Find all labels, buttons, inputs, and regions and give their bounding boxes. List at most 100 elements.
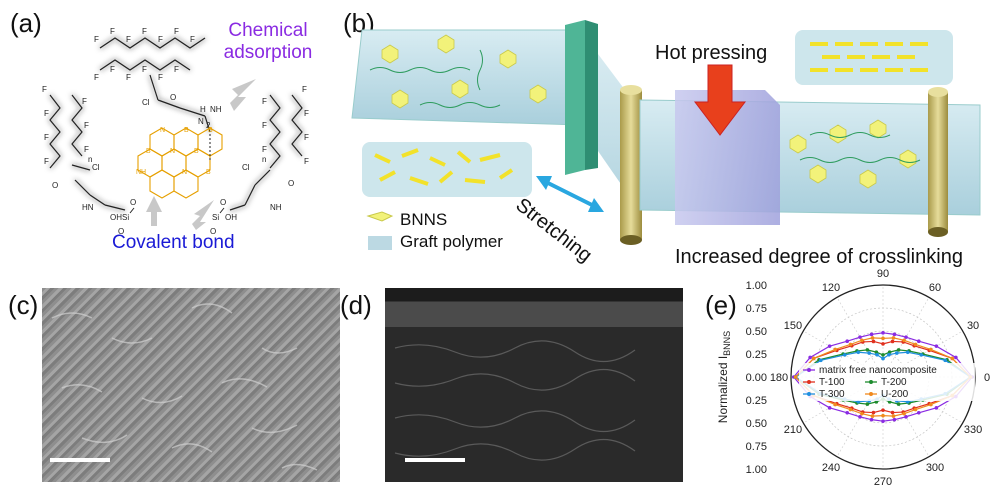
series-point bbox=[913, 407, 918, 412]
fabrication-schematic bbox=[351, 20, 981, 250]
series-point bbox=[808, 355, 812, 360]
svg-text:H: H bbox=[200, 105, 206, 114]
svg-text:N: N bbox=[182, 169, 187, 176]
legend-marker bbox=[807, 392, 811, 396]
series-point bbox=[845, 339, 850, 344]
angle-tick-label: 180 bbox=[770, 372, 788, 384]
series-point bbox=[890, 339, 895, 344]
angle-tick-label: 0 bbox=[984, 372, 990, 384]
series-point bbox=[881, 413, 885, 418]
right-fluoro-chain bbox=[229, 94, 303, 211]
series-point bbox=[827, 344, 832, 348]
svg-text:n: n bbox=[88, 155, 92, 164]
series-point bbox=[929, 347, 933, 352]
series-point bbox=[913, 342, 918, 347]
y-axis-label: Normalized IBNNS bbox=[716, 331, 732, 423]
aligned-dashes bbox=[810, 42, 928, 72]
angle-tick-label: 60 bbox=[929, 282, 941, 294]
svg-text:F: F bbox=[126, 73, 131, 82]
svg-text:O: O bbox=[220, 198, 226, 207]
series-point bbox=[904, 415, 908, 419]
series-point bbox=[881, 342, 885, 346]
series-point bbox=[870, 336, 875, 340]
r-tick-label: 0.75 bbox=[746, 441, 767, 453]
svg-text:N: N bbox=[160, 127, 165, 134]
svg-text:F: F bbox=[262, 145, 267, 154]
polar-grid: 03060901201501802102402703003301.000.750… bbox=[716, 268, 990, 488]
svg-text:2: 2 bbox=[206, 121, 211, 130]
legend-marker bbox=[807, 368, 811, 372]
svg-text:B: B bbox=[194, 148, 199, 155]
svg-text:F: F bbox=[174, 27, 179, 36]
press-arrow-icon bbox=[693, 64, 747, 136]
bn-nanosheet bbox=[137, 127, 223, 199]
legend-marker bbox=[869, 392, 873, 396]
legend-marker bbox=[807, 380, 811, 384]
series-point bbox=[934, 344, 939, 348]
svg-text:F: F bbox=[304, 157, 309, 166]
legend-bnns-label: BNNS bbox=[400, 210, 448, 229]
panel-d-label: (d) bbox=[340, 290, 372, 320]
r-tick-label: 1.00 bbox=[746, 280, 767, 292]
svg-text:F: F bbox=[84, 121, 89, 130]
svg-text:B: B bbox=[184, 127, 189, 134]
svg-text:F: F bbox=[304, 109, 309, 118]
angle-tick-label: 270 bbox=[874, 476, 892, 488]
svg-text:F: F bbox=[94, 35, 99, 44]
svg-text:F: F bbox=[304, 133, 309, 142]
legend-label: U-200 bbox=[881, 389, 909, 400]
series-point bbox=[891, 414, 896, 418]
svg-text:F: F bbox=[126, 35, 131, 44]
sem-image-c bbox=[42, 288, 340, 482]
angle-tick-label: 240 bbox=[822, 462, 840, 474]
series-point bbox=[845, 410, 850, 415]
svg-text:O: O bbox=[52, 181, 58, 190]
legend-bnns-icon bbox=[366, 211, 394, 222]
svg-text:F: F bbox=[44, 157, 49, 166]
series-point bbox=[929, 402, 933, 407]
svg-text:Cl: Cl bbox=[242, 163, 250, 172]
r-tick-label: 0.50 bbox=[746, 418, 767, 430]
series-point bbox=[916, 339, 921, 344]
r-tick-label: 0.50 bbox=[746, 326, 767, 338]
angle-tick-label: 90 bbox=[877, 268, 889, 280]
series-point bbox=[867, 351, 871, 355]
y-axis-label-main: Normalized I bbox=[716, 356, 730, 423]
hot-pressing-label: Hot pressing bbox=[655, 42, 768, 64]
angle-tick-label: 30 bbox=[967, 320, 979, 332]
panel-e-label: (e) bbox=[705, 290, 737, 320]
legend-marker bbox=[869, 380, 873, 384]
legend-box bbox=[799, 363, 975, 401]
series-point bbox=[891, 336, 896, 340]
legend-label: matrix free nanocomposite bbox=[819, 365, 937, 376]
series-point bbox=[943, 358, 948, 363]
svg-text:F: F bbox=[84, 145, 89, 154]
series-point bbox=[869, 332, 874, 337]
svg-text:F: F bbox=[158, 35, 163, 44]
series-point bbox=[896, 402, 901, 406]
y-axis-label-sub: BNNS bbox=[722, 331, 732, 356]
series-point bbox=[860, 338, 864, 343]
series-point bbox=[870, 414, 875, 418]
series-point bbox=[881, 408, 885, 412]
svg-text:F: F bbox=[44, 133, 49, 142]
series-point bbox=[902, 411, 906, 416]
svg-text:F: F bbox=[174, 65, 179, 74]
series-point bbox=[950, 356, 955, 361]
panel-c-label: (c) bbox=[8, 290, 39, 320]
angle-tick-label: 150 bbox=[784, 320, 802, 332]
sem-image-d bbox=[385, 288, 683, 482]
legend-label: T-200 bbox=[881, 377, 907, 388]
series-point bbox=[869, 417, 874, 422]
series-point bbox=[892, 417, 897, 422]
stretch-clamp bbox=[565, 20, 585, 175]
roller-left bbox=[620, 90, 642, 240]
svg-text:Cl: Cl bbox=[92, 163, 100, 172]
svg-text:F: F bbox=[110, 27, 115, 36]
crosslinking-label: Increased degree of crosslinking bbox=[675, 246, 963, 268]
svg-text:F: F bbox=[142, 65, 147, 74]
svg-text:F: F bbox=[190, 35, 195, 44]
legend-label: T-300 bbox=[819, 389, 845, 400]
series-point bbox=[833, 402, 837, 407]
legend-polymer-icon bbox=[368, 236, 392, 250]
